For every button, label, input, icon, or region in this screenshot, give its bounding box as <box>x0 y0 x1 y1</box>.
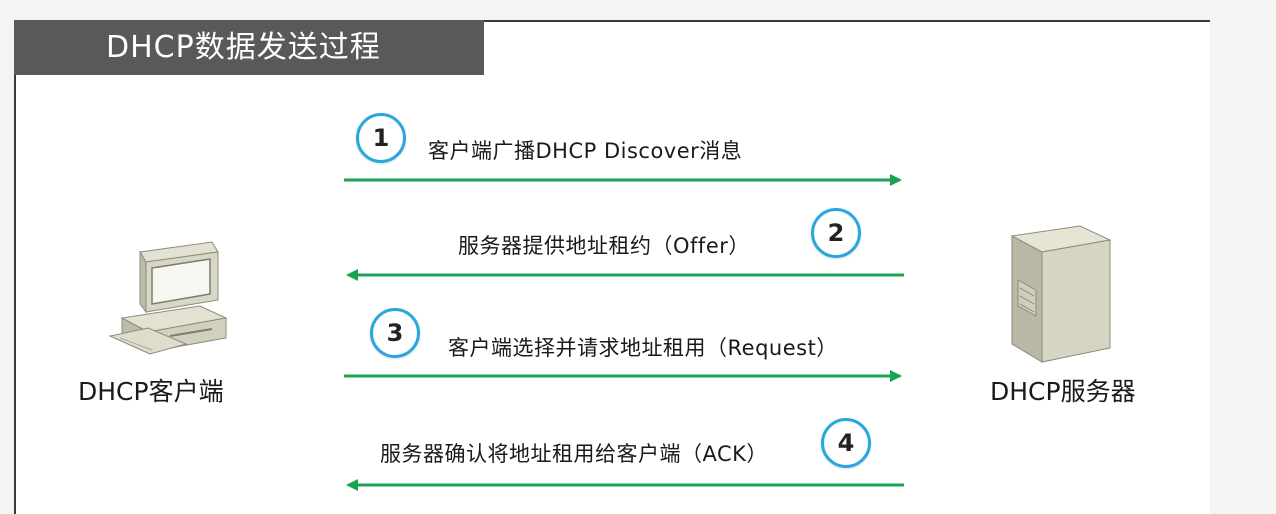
step-2-label: 服务器提供地址租约（Offer） <box>458 234 750 258</box>
step-4-label: 服务器确认将地址租用给客户端（ACK） <box>380 442 768 466</box>
step-1-label: 客户端广播DHCP Discover消息 <box>428 139 743 163</box>
step-2-number: 2 <box>811 208 861 258</box>
server-label: DHCP服务器 <box>990 377 1136 406</box>
step-3-number: 3 <box>370 308 420 358</box>
client-label: DHCP客户端 <box>78 377 224 406</box>
step-4-number: 4 <box>821 418 871 468</box>
step-1-number: 1 <box>356 113 406 163</box>
diagram-title: DHCP数据发送过程 <box>14 20 484 75</box>
step-3-label: 客户端选择并请求地址租用（Request） <box>448 336 838 360</box>
